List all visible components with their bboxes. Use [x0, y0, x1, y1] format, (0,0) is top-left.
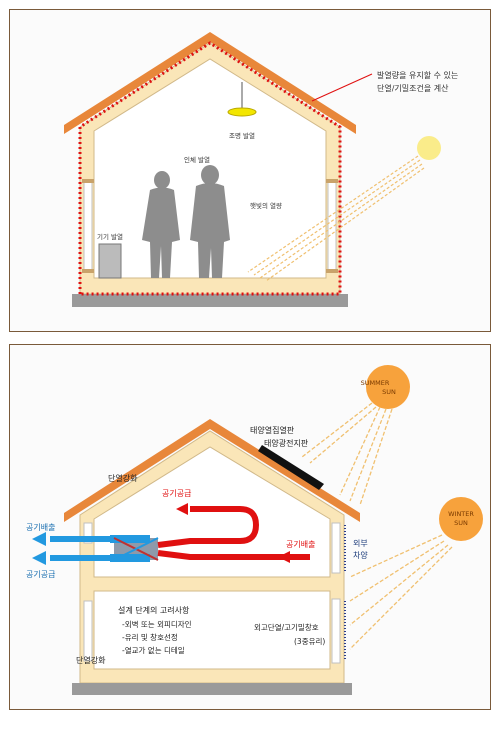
solar-panel-label: 태양광전지판 [264, 438, 309, 448]
lighting-heat-label: 조명 발열 [229, 131, 255, 140]
exhaust-arrow-icon [32, 532, 46, 546]
solar-panel [258, 445, 324, 490]
design-item-1: -외벽 또는 외피디자인 [122, 619, 192, 629]
appliance-heat-label: 기기 발열 [97, 232, 123, 241]
supply-arrow-red-icon [176, 503, 188, 515]
lower-floor [93, 590, 331, 670]
note-line1: 발열량을 유지할 수 있는 [377, 70, 458, 80]
triple-glass-label: (3중유리) [294, 637, 325, 646]
passive-house-panel: SUMMER SUN WINTER SUN 태양열집열판 태양광전지판 단열강화… [9, 344, 491, 710]
passive-house-diagram: SUMMER SUN WINTER SUN 태양열집열판 태양광전지판 단열강화… [26, 365, 483, 695]
winter-sun-icon [439, 497, 483, 541]
air-exhaust-right-label: 공기배출 [286, 539, 315, 549]
ground [72, 294, 348, 307]
summer-sun-rays [301, 402, 393, 506]
human-heat-label: 인체 발열 [184, 155, 210, 164]
wall-insulation-label: 외고단열/고기밀창호 [254, 622, 319, 632]
lamp-icon [227, 107, 257, 117]
heat-balance-diagram: 발열량을 유지할 수 있는 단열/기밀조건을 계산 조명 발열 인체 발열 햇빛… [64, 32, 458, 307]
design-item-3: -열교가 없는 디테일 [122, 646, 185, 655]
upper-right-window [331, 522, 341, 574]
solar-collector-label: 태양열집열판 [250, 425, 295, 435]
winter-sun-label-2: SUN [454, 519, 468, 527]
supply-loop-duct [157, 506, 260, 548]
floor-insulation-label: 단열강화 [76, 655, 106, 665]
people-icon [142, 165, 230, 278]
summer-sun-label-1: SUMMER [361, 379, 390, 387]
design-title: 설계 단계의 고려사항 [118, 605, 190, 615]
external-shading-label-2: 차양 [353, 551, 368, 560]
lower-right-window [331, 598, 341, 664]
insulation-envelope [78, 41, 342, 296]
sun-icon [417, 136, 441, 160]
winter-sun-rays [349, 534, 453, 650]
heat-balance-panel: 발열량을 유지할 수 있는 단열/기밀조건을 계산 조명 발열 인체 발열 햇빛… [9, 9, 491, 332]
supply-arrow-icon [32, 551, 46, 565]
sun-rays [247, 155, 425, 282]
note-line2: 단열/기밀조건을 계산 [377, 83, 449, 93]
exhaust-room-duct [157, 550, 310, 560]
summer-sun-label-2: SUN [382, 388, 396, 396]
solar-heat-label: 햇빛의 열량 [250, 201, 282, 210]
external-shading-label-1: 외부 [353, 538, 368, 548]
appliance-icon [98, 243, 122, 279]
air-supply-top-label: 공기공급 [162, 489, 191, 498]
exhaust-arrow-red-icon [278, 551, 290, 563]
air-exhaust-left-label: 공기배출 [26, 522, 55, 532]
left-window [83, 180, 93, 272]
summer-sun-icon [366, 365, 410, 409]
air-supply-left-label: 공기공급 [26, 570, 55, 579]
winter-sun-label-1: WINTER [448, 510, 474, 518]
design-item-2: -유리 및 창호선정 [122, 632, 178, 642]
roof-insulation-label: 단열강화 [108, 473, 138, 483]
note-pointer [311, 73, 373, 102]
ground [72, 683, 352, 695]
